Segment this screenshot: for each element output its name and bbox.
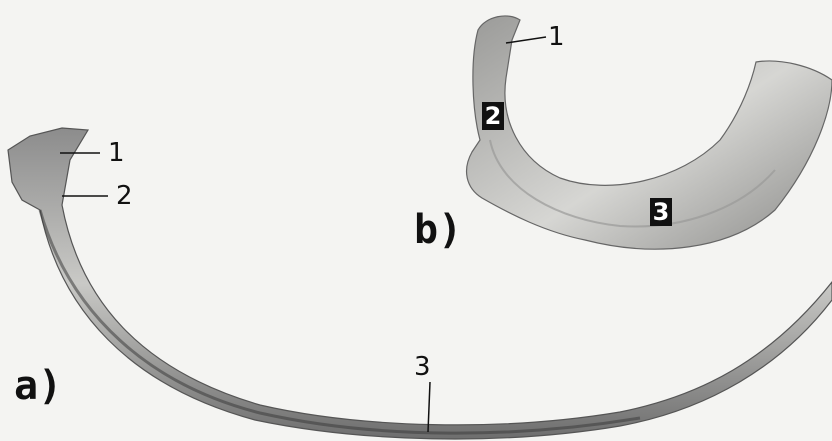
callout-a-3: 3	[414, 354, 431, 380]
callout-a-1: 1	[108, 140, 125, 166]
callout-b-3: 3	[650, 198, 672, 226]
panel-label-b: b)	[414, 210, 462, 250]
panel-label-a: a)	[14, 366, 62, 406]
callout-b-1: 1	[548, 24, 565, 50]
callout-a-2: 2	[116, 183, 133, 209]
callout-b-2: 2	[482, 102, 504, 130]
